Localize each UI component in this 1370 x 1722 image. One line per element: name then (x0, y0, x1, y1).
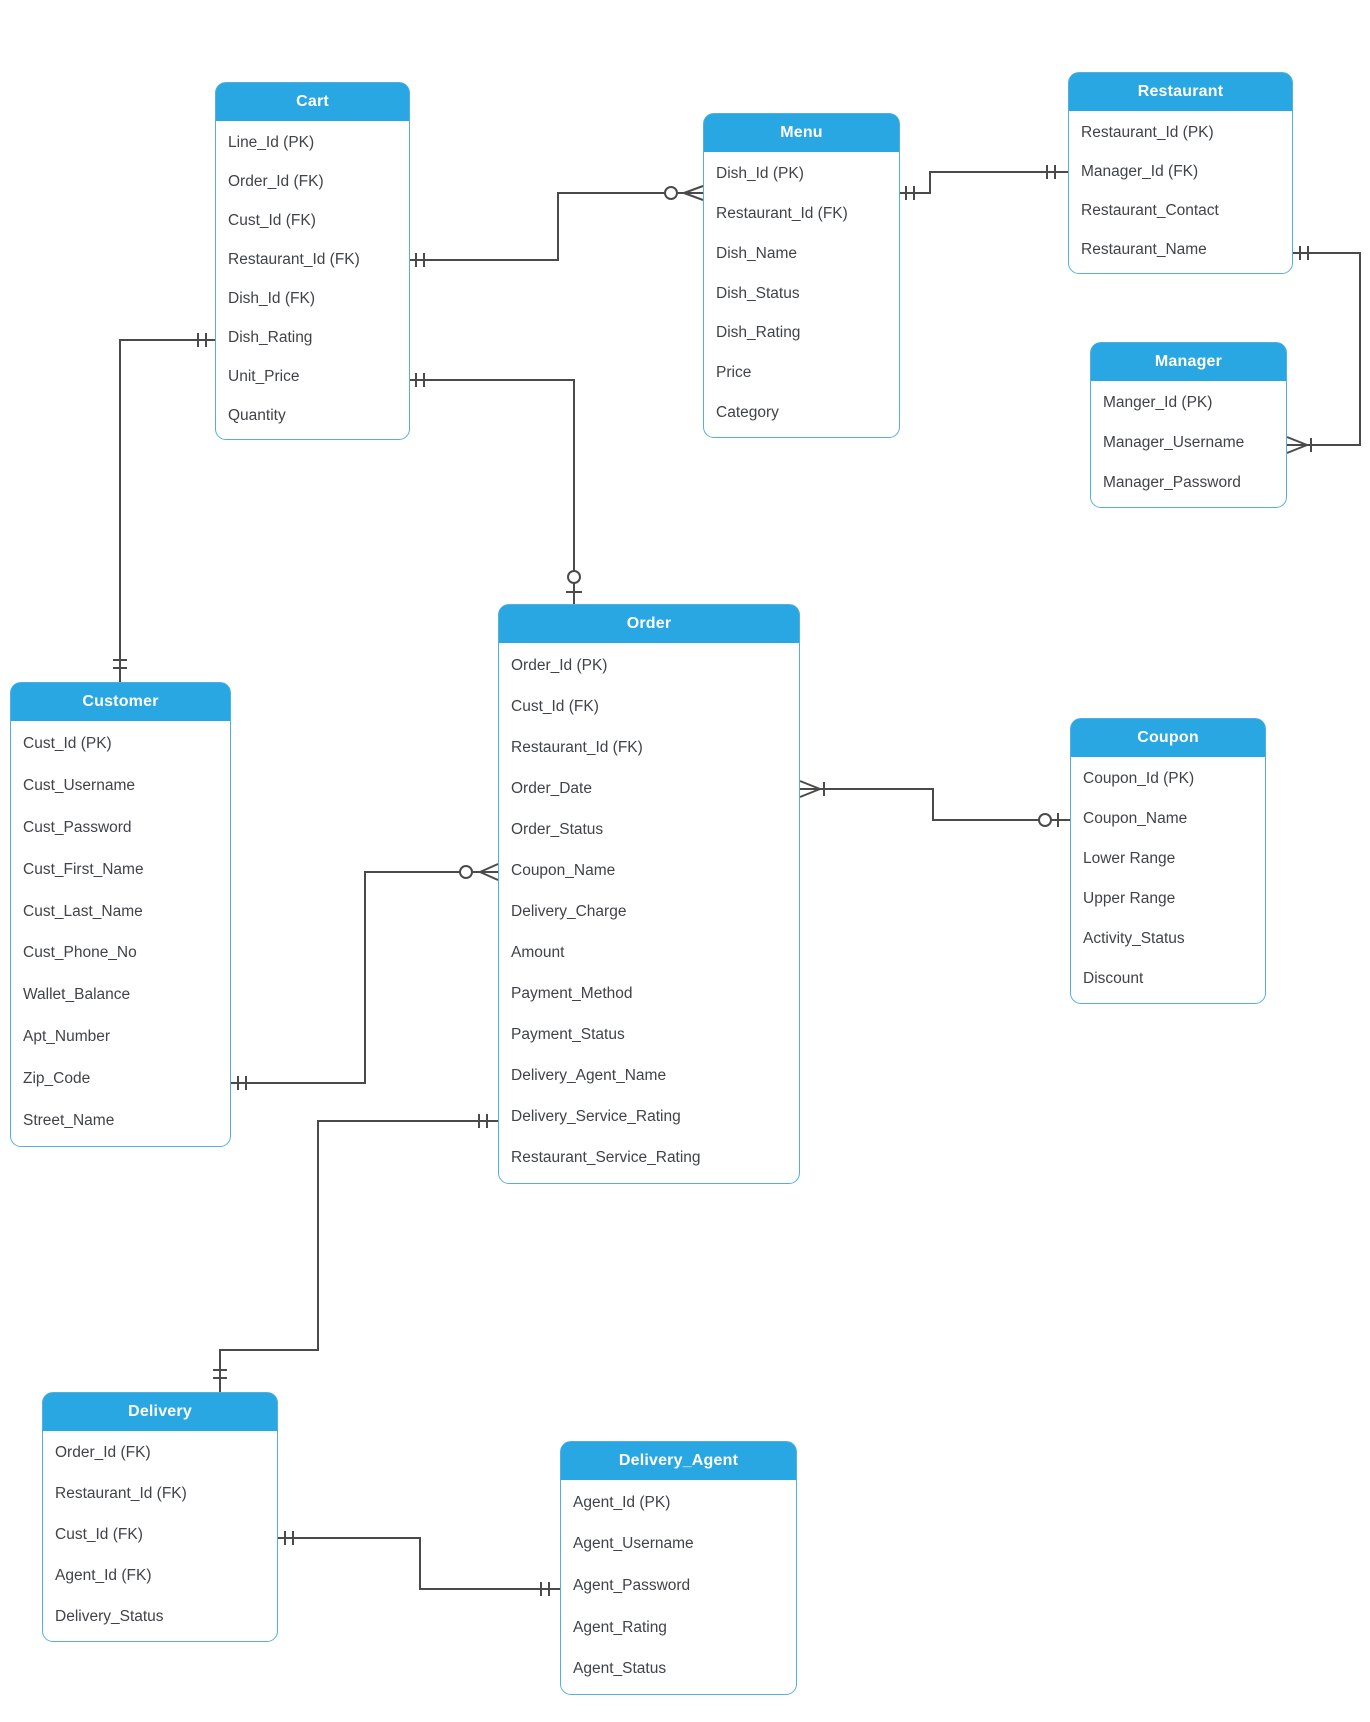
field-row: Delivery_Agent_Name (511, 1067, 667, 1085)
field-row: Restaurant_Id (FK) (511, 738, 643, 756)
field-row: Price (716, 364, 752, 382)
field-row: Cust_Username (23, 776, 135, 794)
field-row: Dish_Rating (228, 328, 313, 346)
field-row: Cust_Last_Name (23, 902, 143, 920)
entity-manager: Manager Manger_Id (PK) Manager_Username … (1090, 342, 1287, 508)
connector-menu-restaurant (900, 165, 1068, 200)
field-row: Agent_Username (573, 1535, 694, 1553)
field-row: Delivery_Status (55, 1607, 164, 1625)
connector-restaurant-manager (1286, 246, 1361, 454)
connector-cart-menu (410, 185, 704, 267)
field-row: Coupon_Name (511, 861, 616, 879)
entity-fields-order: Order_Id (PK) Cust_Id (FK) Restaurant_Id… (499, 643, 799, 1183)
entity-title-menu: Menu (704, 114, 899, 152)
field-row: Wallet_Balance (23, 986, 131, 1004)
field-row: Cust_Id (FK) (511, 697, 599, 715)
connector-delivery-agent (278, 1531, 560, 1596)
entity-menu: Menu Dish_Id (PK) Restaurant_Id (FK) Dis… (703, 113, 900, 438)
connector-cart-customer (113, 333, 215, 682)
field-row: Apt_Number (23, 1028, 111, 1046)
field-row: Agent_Id (FK) (55, 1566, 152, 1584)
field-row: Restaurant_Name (1081, 240, 1207, 258)
field-row: Restaurant_Id (PK) (1081, 123, 1214, 141)
field-row: Zip_Code (23, 1070, 91, 1088)
field-row: Dish_Rating (716, 324, 801, 342)
field-row: Upper Range (1083, 890, 1176, 907)
field-row: Manager_Password (1103, 474, 1241, 491)
field-row: Payment_Status (511, 1026, 625, 1044)
field-row: Order_Id (FK) (228, 172, 324, 190)
field-row: Order_Status (511, 820, 604, 838)
field-row: Agent_Rating (573, 1618, 667, 1636)
field-row: Cust_Password (23, 818, 132, 836)
field-row: Category (716, 404, 779, 422)
connector-order-delivery (213, 1114, 498, 1392)
entity-title-delivery-agent: Delivery_Agent (561, 1442, 796, 1480)
field-row: Unit_Price (228, 367, 300, 385)
entity-fields-delivery-agent: Agent_Id (PK) Agent_Username Agent_Passw… (561, 1480, 796, 1694)
field-row: Cust_Phone_No (23, 944, 137, 962)
field-row: Cust_Id (FK) (228, 211, 316, 229)
field-row: Restaurant_Id (FK) (716, 204, 848, 222)
entity-delivery: Delivery Order_Id (FK) Restaurant_Id (FK… (42, 1392, 278, 1642)
field-row: Payment_Method (511, 985, 633, 1003)
entity-title-delivery: Delivery (43, 1393, 277, 1431)
field-row: Manager_Id (FK) (1081, 162, 1199, 180)
field-row: Order_Id (FK) (55, 1444, 151, 1462)
field-row: Cust_Id (PK) (23, 734, 112, 752)
entity-title-customer: Customer (11, 683, 230, 721)
field-row: Street_Name (23, 1112, 115, 1130)
entity-title-order: Order (499, 605, 799, 643)
field-row: Discount (1083, 970, 1144, 987)
field-row: Line_Id (PK) (228, 133, 315, 151)
entity-customer: Customer Cust_Id (PK) Cust_Username Cust… (10, 682, 231, 1147)
entity-title-restaurant: Restaurant (1069, 73, 1292, 111)
field-row: Manager_Username (1103, 434, 1245, 451)
entity-coupon: Coupon Coupon_Id (PK) Coupon_Name Lower … (1070, 718, 1266, 1004)
field-row: Order_Id (PK) (511, 656, 608, 674)
field-row: Delivery_Charge (511, 903, 627, 920)
field-row: Dish_Id (FK) (228, 289, 315, 307)
field-row: Manger_Id (PK) (1103, 394, 1213, 411)
connector-cart-order (410, 373, 582, 604)
field-row: Dish_Status (716, 284, 800, 302)
field-row: Cust_First_Name (23, 860, 144, 878)
field-row: Restaurant_Service_Rating (511, 1149, 701, 1167)
entity-fields-menu: Dish_Id (PK) Restaurant_Id (FK) Dish_Nam… (704, 152, 899, 437)
field-row: Agent_Password (573, 1576, 691, 1594)
entity-fields-coupon: Coupon_Id (PK) Coupon_Name Lower Range U… (1071, 757, 1265, 1003)
field-row: Activity_Status (1083, 930, 1185, 947)
entity-fields-customer: Cust_Id (PK) Cust_Username Cust_Password… (11, 721, 230, 1146)
field-row: Cust_Id (FK) (55, 1525, 143, 1543)
field-row: Quantity (228, 406, 286, 424)
entity-fields-restaurant: Restaurant_Id (PK) Manager_Id (FK) Resta… (1069, 111, 1292, 273)
field-row: Restaurant_Id (FK) (55, 1485, 187, 1503)
field-row: Coupon_Id (PK) (1083, 770, 1195, 787)
entity-delivery-agent: Delivery_Agent Agent_Id (PK) Agent_Usern… (560, 1441, 797, 1695)
field-row: Restaurant_Contact (1081, 201, 1219, 219)
entity-title-coupon: Coupon (1071, 719, 1265, 757)
field-row: Coupon_Name (1083, 810, 1188, 827)
entity-fields-cart: Line_Id (PK) Order_Id (FK) Cust_Id (FK) … (216, 121, 409, 439)
entity-order: Order Order_Id (PK) Cust_Id (FK) Restaur… (498, 604, 800, 1184)
field-row: Dish_Name (716, 244, 797, 262)
field-row: Order_Date (511, 779, 592, 797)
field-row: Agent_Status (573, 1660, 667, 1678)
entity-fields-delivery: Order_Id (FK) Restaurant_Id (FK) Cust_Id… (43, 1431, 277, 1641)
connector-order-coupon (799, 780, 1070, 827)
entity-fields-manager: Manger_Id (PK) Manager_Username Manager_… (1091, 381, 1286, 507)
entity-title-manager: Manager (1091, 343, 1286, 381)
connector-order-customer (231, 863, 499, 1090)
field-row: Delivery_Service_Rating (511, 1108, 681, 1126)
field-row: Dish_Id (PK) (716, 164, 804, 182)
field-row: Agent_Id (PK) (573, 1493, 671, 1511)
field-row: Restaurant_Id (FK) (228, 250, 360, 268)
entity-cart: Cart Line_Id (PK) Order_Id (FK) Cust_Id … (215, 82, 410, 440)
field-row: Lower Range (1083, 850, 1176, 867)
entity-title-cart: Cart (216, 83, 409, 121)
entity-restaurant: Restaurant Restaurant_Id (PK) Manager_Id… (1068, 72, 1293, 274)
field-row: Amount (511, 944, 565, 962)
